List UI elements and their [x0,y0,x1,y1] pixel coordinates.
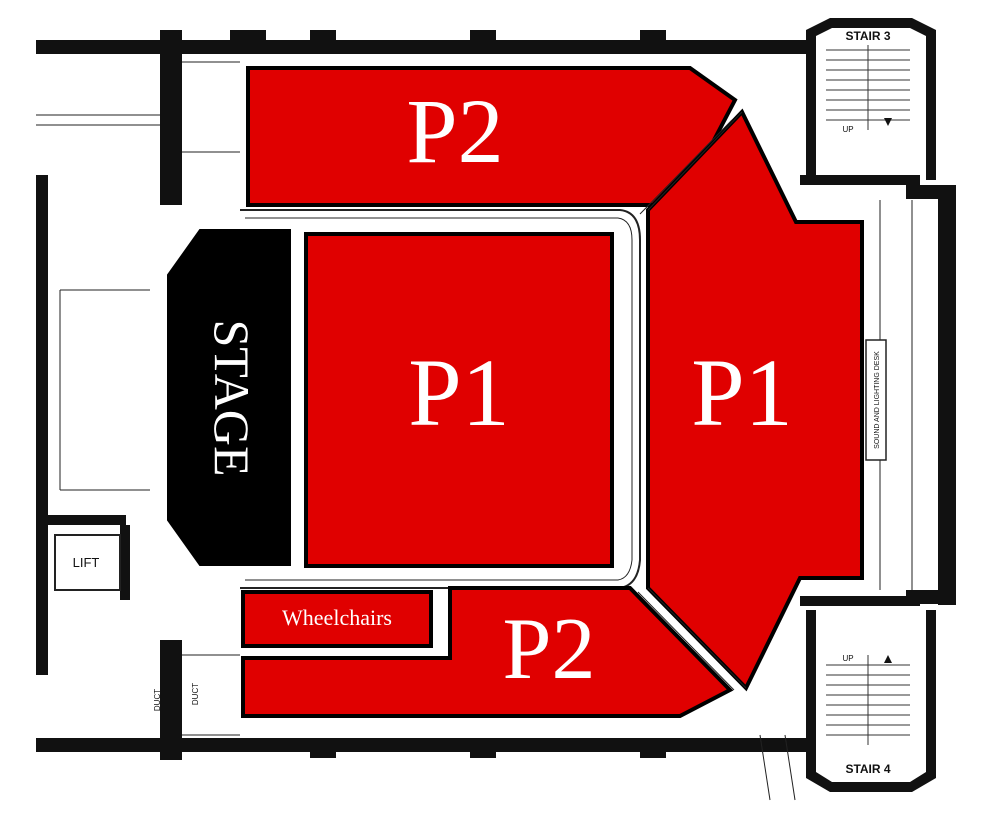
sound-desk-label: SOUND AND LIGHTING DESK [874,351,881,449]
building-walls [36,18,956,792]
section-wheelchairs[interactable]: Wheelchairs [241,590,433,648]
stair4-up-label: UP [842,654,853,663]
section-wheelchairs-label: Wheelchairs [282,605,392,630]
stage-label: STAGE [204,319,260,476]
stair3-label: STAIR 3 [845,29,890,43]
section-p1-right[interactable]: P1 [646,108,864,692]
duct-right-label: DUCT [191,683,200,705]
stair3-up-label: UP [842,125,853,134]
section-p1-right-label: P1 [691,339,792,446]
section-p1-center-label: P1 [408,339,509,446]
interior-lines [36,45,913,801]
stage: STAGE [167,229,291,566]
section-p2-bottom[interactable]: P2 [241,586,734,718]
stair4-label: STAIR 4 [845,762,890,776]
aisle-steps [637,111,747,691]
section-p2-top-label: P2 [406,80,503,182]
lift-label: LIFT [73,555,100,570]
section-p1-center[interactable]: P1 [304,232,614,568]
duct-left-label: DUCT [153,689,162,711]
section-p2-bottom-label: P2 [503,601,596,698]
section-p2-top[interactable]: P2 [246,66,738,207]
